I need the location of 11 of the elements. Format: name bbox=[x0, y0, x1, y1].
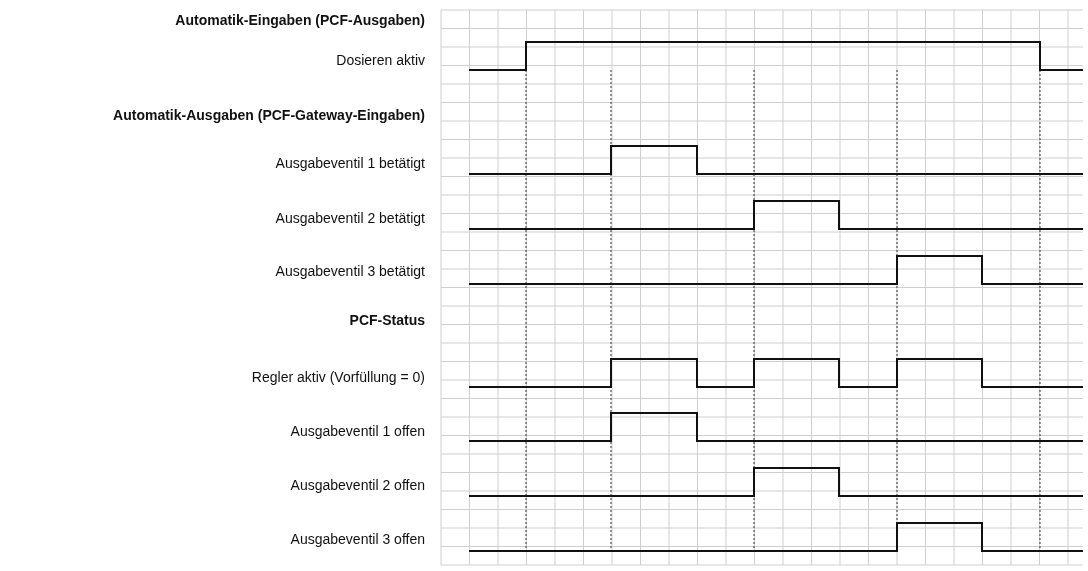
signal-label: Ausgabeventil 1 offen bbox=[290, 423, 425, 439]
section-heading: PCF-Status bbox=[349, 312, 425, 328]
signal-label: Ausgabeventil 2 offen bbox=[290, 477, 425, 493]
section-heading: Automatik-Ausgaben (PCF-Gateway-Eingaben) bbox=[113, 107, 425, 123]
signal-label: Regler aktiv (Vorfüllung = 0) bbox=[251, 369, 425, 385]
signal-label: Ausgabeventil 3 offen bbox=[290, 531, 425, 547]
signal-label: Ausgabeventil 2 betätigt bbox=[275, 210, 425, 226]
section-heading: Automatik-Eingaben (PCF-Ausgaben) bbox=[175, 12, 425, 28]
signal-label: Dosieren aktiv bbox=[336, 52, 425, 68]
signal-label: Ausgabeventil 3 betätigt bbox=[275, 263, 425, 279]
signal-label: Ausgabeventil 1 betätigt bbox=[275, 155, 425, 171]
